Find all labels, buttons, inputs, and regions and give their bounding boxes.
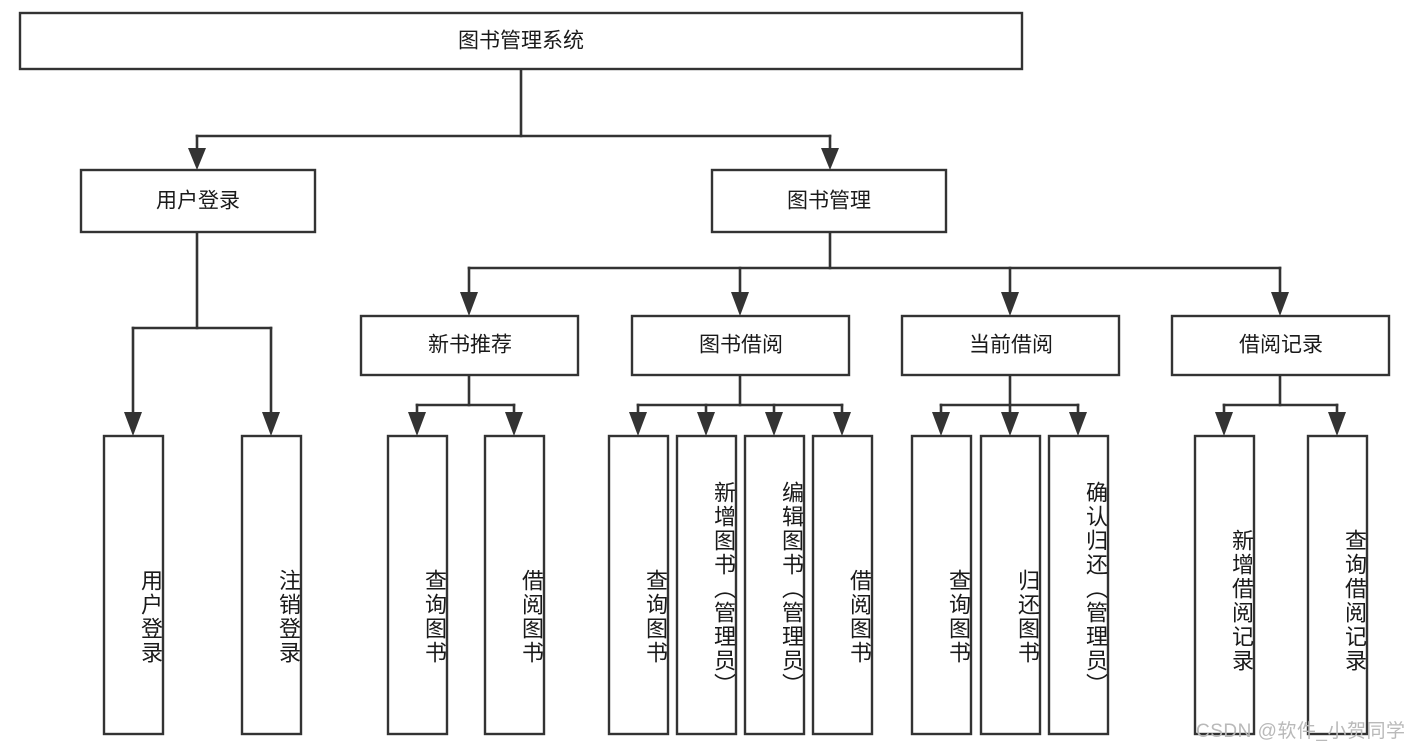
- connector-group-new-book-recommend: [408, 373, 523, 436]
- node-box-leaf-query-book-3[interactable]: [910, 434, 973, 736]
- node-box-leaf-borrow-book-1[interactable]: [483, 434, 546, 736]
- node-box-system-title[interactable]: [18, 11, 1024, 71]
- node-label-user-login: 用户登录: [156, 190, 240, 213]
- node-label-system-title: 图书管理系统: [458, 30, 584, 53]
- arrow-head-leaf-query-book-1: [408, 412, 426, 436]
- node-box-leaf-confirm-return-admin[interactable]: [1047, 434, 1110, 736]
- connector-group-user-login: [124, 230, 280, 436]
- node-box-leaf-edit-book-admin[interactable]: [743, 434, 806, 736]
- arrow-head-leaf-edit-book-admin: [765, 412, 783, 436]
- node-box-leaf-query-borrow-record[interactable]: [1306, 434, 1369, 736]
- arrow-head-leaf-confirm-return-admin: [1069, 412, 1087, 436]
- node-box-current-borrow[interactable]: [900, 314, 1121, 377]
- arrow-head-leaf-add-borrow-record: [1215, 412, 1233, 436]
- connector-group-book-management: [460, 230, 1289, 316]
- node-box-borrow-record[interactable]: [1170, 314, 1391, 377]
- node-box-leaf-query-book-2[interactable]: [607, 434, 670, 736]
- node-box-book-management[interactable]: [710, 168, 948, 234]
- connector-group-book-borrow: [629, 373, 851, 436]
- arrow-head-book-borrow: [731, 292, 749, 316]
- connector-group-current-borrow: [932, 373, 1087, 436]
- connector-group-root: [188, 67, 839, 170]
- node-box-new-book-recommend[interactable]: [359, 314, 580, 377]
- arrow-head-leaf-return-book: [1001, 412, 1019, 436]
- arrow-head-leaf-query-borrow-record: [1328, 412, 1346, 436]
- node-box-leaf-user-login[interactable]: [102, 434, 165, 736]
- connector-group-borrow-record: [1215, 373, 1346, 436]
- arrow-head-book-management: [821, 148, 839, 170]
- arrow-head-leaf-user-login: [124, 412, 142, 436]
- node-label-borrow-record: 借阅记录: [1239, 334, 1323, 357]
- csdn-watermark: CSDN @软件_小贺同学: [1196, 721, 1405, 742]
- node-box-book-borrow[interactable]: [630, 314, 851, 377]
- node-label-book-borrow: 图书借阅: [699, 334, 783, 357]
- arrow-head-leaf-logout-login: [262, 412, 280, 436]
- node-box-leaf-borrow-book-2[interactable]: [811, 434, 874, 736]
- node-label-new-book-recommend: 新书推荐: [428, 334, 512, 357]
- arrow-head-leaf-borrow-book-1: [505, 412, 523, 436]
- node-box-leaf-add-book-admin[interactable]: [675, 434, 738, 736]
- arrow-head-leaf-query-book-2: [629, 412, 647, 436]
- arrow-head-current-borrow: [1001, 292, 1019, 316]
- arrow-head-leaf-add-book-admin: [697, 412, 715, 436]
- arrow-head-leaf-query-book-3: [932, 412, 950, 436]
- node-box-user-login[interactable]: [79, 168, 317, 234]
- node-box-leaf-logout-login[interactable]: [240, 434, 303, 736]
- node-label-book-management: 图书管理: [787, 190, 871, 213]
- arrow-head-new-book-recommend: [460, 292, 478, 316]
- node-box-leaf-add-borrow-record[interactable]: [1193, 434, 1256, 736]
- arrow-head-borrow-record: [1271, 292, 1289, 316]
- node-label-current-borrow: 当前借阅: [969, 334, 1053, 357]
- arrow-head-leaf-borrow-book-2: [833, 412, 851, 436]
- arrow-head-user-login: [188, 148, 206, 170]
- node-box-leaf-query-book-1[interactable]: [386, 434, 449, 736]
- node-box-leaf-return-book[interactable]: [979, 434, 1042, 736]
